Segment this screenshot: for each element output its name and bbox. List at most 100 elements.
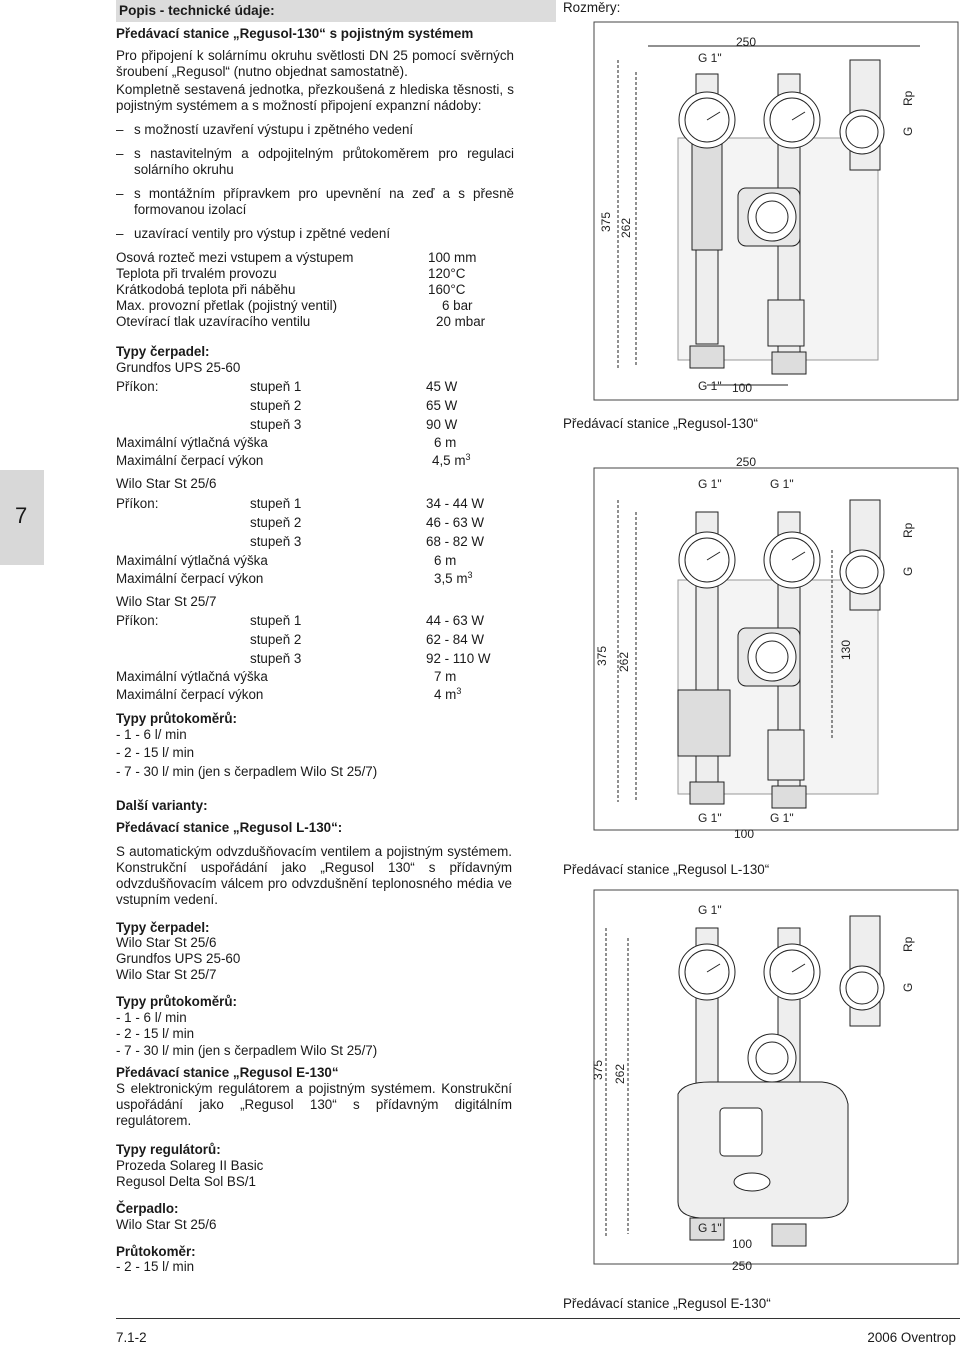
pump-value: 92 - 110 W (426, 651, 491, 666)
pump-value: 45 W (426, 379, 458, 394)
e130-text: S elektronickým regulátorem a pojistným … (116, 1081, 512, 1128)
diagram-regusol-130: G 1" 250 G 1" 100 375 262 Rp G (593, 21, 959, 401)
caption-3: Předávací stanice „Regusol E-130“ (563, 1296, 771, 1311)
flow-item: - 1 - 6 l/ min (116, 727, 187, 742)
intro-p2: Kompletně sestavená jednotka, přezkoušen… (116, 82, 514, 113)
section-number: 7 (15, 503, 28, 528)
variant-pump: Wilo Star St 25/7 (116, 967, 217, 982)
pump-value: 68 - 82 W (426, 534, 485, 549)
variant-pumps-heading: Typy čerpadel: (116, 920, 210, 935)
l130-heading: Předávací stanice „Regusol L-130“: (116, 820, 343, 835)
pump-name: Wilo Star St 25/6 (116, 476, 217, 491)
label-rp: Rp (901, 936, 915, 952)
bullet-item: s nastavitelným a odpojitelným průtokomě… (134, 146, 514, 177)
rozmery-label: Rozměry: (563, 0, 621, 15)
dim-130: 130 (839, 640, 853, 660)
spec-value: 160°C (428, 282, 466, 297)
spec-label: Max. provozní přetlak (pojistný ventil) (116, 298, 338, 313)
prikon-label: Příkon: (116, 496, 159, 511)
spec-label: Teplota při trvalém provozu (116, 266, 277, 281)
label-g34: G (901, 127, 915, 136)
flow-item: - 2 - 15 l/ min (116, 745, 195, 760)
label-g34: G (901, 567, 915, 576)
pump-value: 90 W (426, 417, 458, 432)
page-header: Popis - technické údaje: (116, 0, 556, 22)
pump-value: 44 - 63 W (426, 613, 485, 628)
pumps-heading: Typy čerpadel: (116, 344, 210, 359)
label-g1: G 1" (698, 477, 722, 491)
spec-label: Otevírací tlak uzavíracího ventilu (116, 314, 311, 329)
spec-value: 20 mbar (436, 314, 486, 329)
spec-label: Osová rozteč mezi vstupem a výstupem (116, 250, 354, 265)
dim-100: 100 (734, 827, 754, 841)
dim-250: 250 (732, 1259, 752, 1273)
bullet-item: s montážním přípravkem pro upevnění na z… (134, 186, 514, 217)
pump-item: Wilo Star St 25/6 (116, 1217, 217, 1232)
unit-exponent: 3 (467, 570, 473, 580)
pump-value: 4 m (434, 687, 457, 702)
dim-250: 250 (736, 35, 756, 49)
dim-375: 375 (591, 1060, 605, 1080)
reg-heading: Typy regulátorů: (116, 1142, 221, 1157)
dim-262: 262 (619, 218, 633, 238)
variants-heading: Další varianty: (116, 798, 208, 813)
stupen-label: stupeň 1 (250, 496, 302, 511)
stupen-label: stupeň 1 (250, 379, 302, 394)
label-rp: Rp (901, 90, 915, 106)
pump-heading: Čerpadlo: (116, 1201, 179, 1216)
pump-value: 65 W (426, 398, 458, 413)
spec-value: 100 mm (428, 250, 477, 265)
label-g1: G 1" (698, 1221, 722, 1235)
variant-pump: Grundfos UPS 25-60 (116, 951, 241, 966)
spec-value: 120°C (428, 266, 466, 281)
pump-name: Grundfos UPS 25-60 (116, 360, 241, 375)
label-g34: G (901, 983, 915, 992)
pump-value: 7 m (434, 669, 457, 684)
diagram-regusol-l130: 250 G 1" G 1" G 1" 100 G 1" 375 262 130 … (593, 455, 959, 841)
reg-item: Prozeda Solareg II Basic (116, 1158, 264, 1173)
diagram-regusol-e130: G 1" G 1" 100 250 375 262 Rp G (591, 889, 959, 1273)
header-title: Popis - technické údaje: (119, 3, 275, 18)
pump-value: 46 - 63 W (426, 515, 485, 530)
stupen-label: stupeň 1 (250, 613, 302, 628)
prikon-label: Příkon: (116, 613, 159, 628)
label-g1: G 1" (698, 811, 722, 825)
footer-rule (116, 1318, 960, 1319)
vyska-label: Maximální výtlačná výška (116, 435, 268, 450)
pump-value: 62 - 84 W (426, 632, 485, 647)
flow-heading: Typy průtokoměrů: (116, 711, 238, 726)
unit-exponent: 3 (456, 686, 462, 696)
vykon-label: Maximální čerpací výkon (116, 453, 264, 468)
label-g1: G 1" (698, 903, 722, 917)
dim-250: 250 (736, 455, 756, 469)
label-g1: G 1" (698, 379, 722, 393)
stupen-label: stupeň 2 (250, 515, 302, 530)
dim-375: 375 (599, 212, 613, 232)
page-number: 7.1-2 (116, 1330, 147, 1345)
pump-name: Wilo Star St 25/7 (116, 594, 217, 609)
pump-value: 3,5 m (434, 571, 468, 586)
dim-262: 262 (613, 1064, 627, 1084)
vyska-label: Maximální výtlačná výška (116, 553, 268, 568)
variant-flow: - 2 - 15 l/ min (116, 1026, 195, 1041)
variant-flow: - 7 - 30 l/ min (jen s čerpadlem Wilo St… (116, 1043, 378, 1058)
pump-value: 6 m (434, 435, 457, 450)
dim-100: 100 (732, 381, 752, 395)
bullet-item: uzavírací ventily pro výstup i zpětné ve… (134, 226, 391, 241)
caption-1: Předávací stanice „Regusol-130“ (563, 416, 759, 431)
label-g1: G 1" (770, 811, 794, 825)
meter-heading: Průtokoměr: (116, 1244, 196, 1259)
variant-flow-heading: Typy průtokoměrů: (116, 994, 238, 1009)
spec-value: 6 bar (442, 298, 473, 313)
section-tab: 7 (0, 470, 44, 565)
pump-value: 6 m (434, 553, 457, 568)
bullet-item: s možností uzavření výstupu i zpětného v… (134, 122, 414, 137)
spec-label: Krátkodobá teplota při náběhu (116, 282, 296, 297)
pump-value: 34 - 44 W (426, 496, 485, 511)
label-rp: Rp (901, 522, 915, 538)
vykon-label: Maximální čerpací výkon (116, 571, 264, 586)
footer-copyright: 2006 Oventrop (867, 1330, 956, 1345)
variant-flow: - 1 - 6 l/ min (116, 1010, 187, 1025)
flow-item: - 7 - 30 l/ min (jen s čerpadlem Wilo St… (116, 764, 378, 779)
label-g1: G 1" (698, 51, 722, 65)
